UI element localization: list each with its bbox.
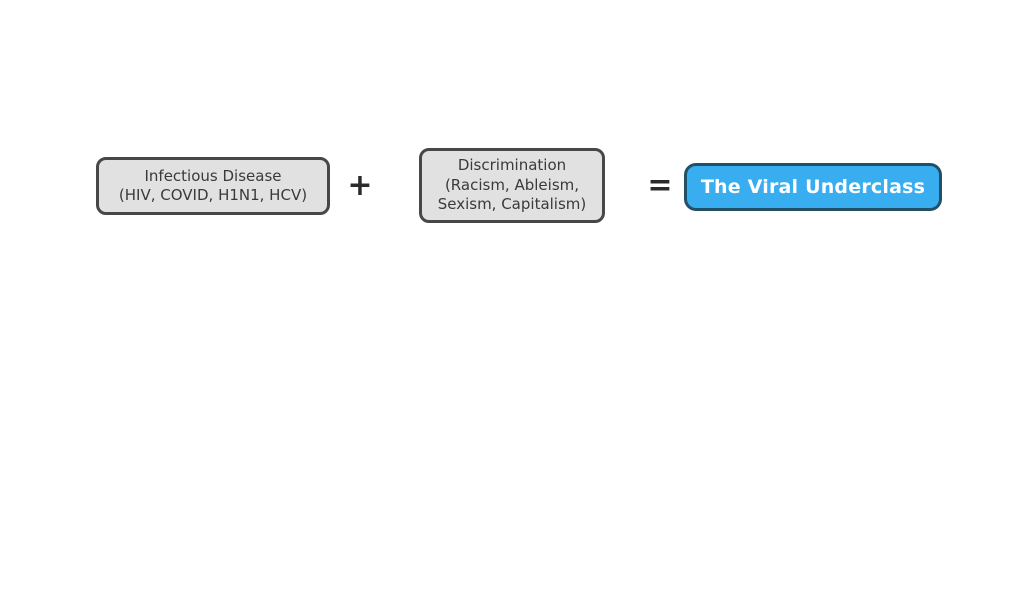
discrimination-examples-line1: (Racism, Ableism,	[444, 175, 580, 194]
plus-operator: +	[347, 167, 373, 203]
infectious-disease-text: Infectious Disease (HIV, COVID, H1N1, HC…	[119, 167, 307, 206]
node-viral-underclass: The Viral Underclass	[684, 163, 942, 211]
node-infectious-disease: Infectious Disease (HIV, COVID, H1N1, HC…	[96, 157, 330, 215]
viral-underclass-label: The Viral Underclass	[700, 176, 926, 198]
discrimination-title: Discrimination	[457, 156, 567, 175]
discrimination-text: Discrimination (Racism, Ableism, Sexism,…	[438, 156, 587, 215]
infectious-disease-title: Infectious Disease	[144, 166, 282, 185]
equals-operator: =	[647, 167, 673, 203]
node-discrimination: Discrimination (Racism, Ableism, Sexism,…	[419, 148, 605, 223]
discrimination-examples-line2: Sexism, Capitalism)	[437, 195, 587, 214]
infectious-disease-examples: (HIV, COVID, H1N1, HCV)	[118, 186, 308, 204]
